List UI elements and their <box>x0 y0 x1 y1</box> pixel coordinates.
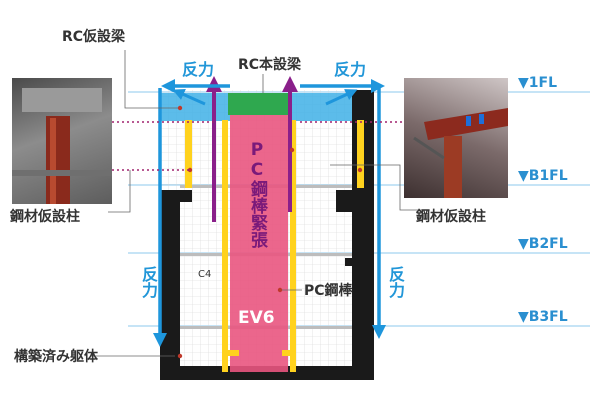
c4-label: C4 <box>198 269 212 280</box>
floor-label-b3fl: ▼B3FL <box>518 309 568 325</box>
steel-columns <box>185 120 364 372</box>
photo-right <box>404 78 508 198</box>
rc-main-beam <box>228 93 290 115</box>
reaction-label-left: 反力 <box>139 266 158 298</box>
leader-dots <box>177 105 363 359</box>
ev-label: EV6 <box>238 308 275 328</box>
reaction-arrow-diag-left <box>172 88 206 106</box>
rc-temp-beam-label: RC仮設梁 <box>62 29 126 45</box>
steel-temp-column-label-right: 鋼材仮設柱 <box>416 209 486 225</box>
pc-tension-label: PC鋼棒緊張 <box>247 140 267 248</box>
rc-temporary-beam <box>160 93 230 121</box>
steel-temp-column-label-left: 鋼材仮設柱 <box>10 209 80 225</box>
reaction-label-top-right: 反力 <box>334 60 367 79</box>
reaction-label-top-left: 反力 <box>182 60 215 79</box>
floor-label-b2fl: ▼B2FL <box>518 236 568 252</box>
reaction-label-right: 反力 <box>386 266 405 298</box>
photo-left <box>12 78 112 204</box>
rc-main-beam-label: RC本設梁 <box>238 57 302 73</box>
constructed-frame-label: 構築済み躯体 <box>14 349 98 365</box>
floor-label-1fl: ▼1FL <box>518 75 557 91</box>
leader-lines <box>90 50 430 357</box>
pc-rod-label: PC鋼棒 <box>304 283 353 299</box>
reaction-arrow-diag-right <box>325 89 358 106</box>
ev-shaft <box>230 115 288 372</box>
floor-label-b1fl: ▼B1FL <box>518 168 568 184</box>
